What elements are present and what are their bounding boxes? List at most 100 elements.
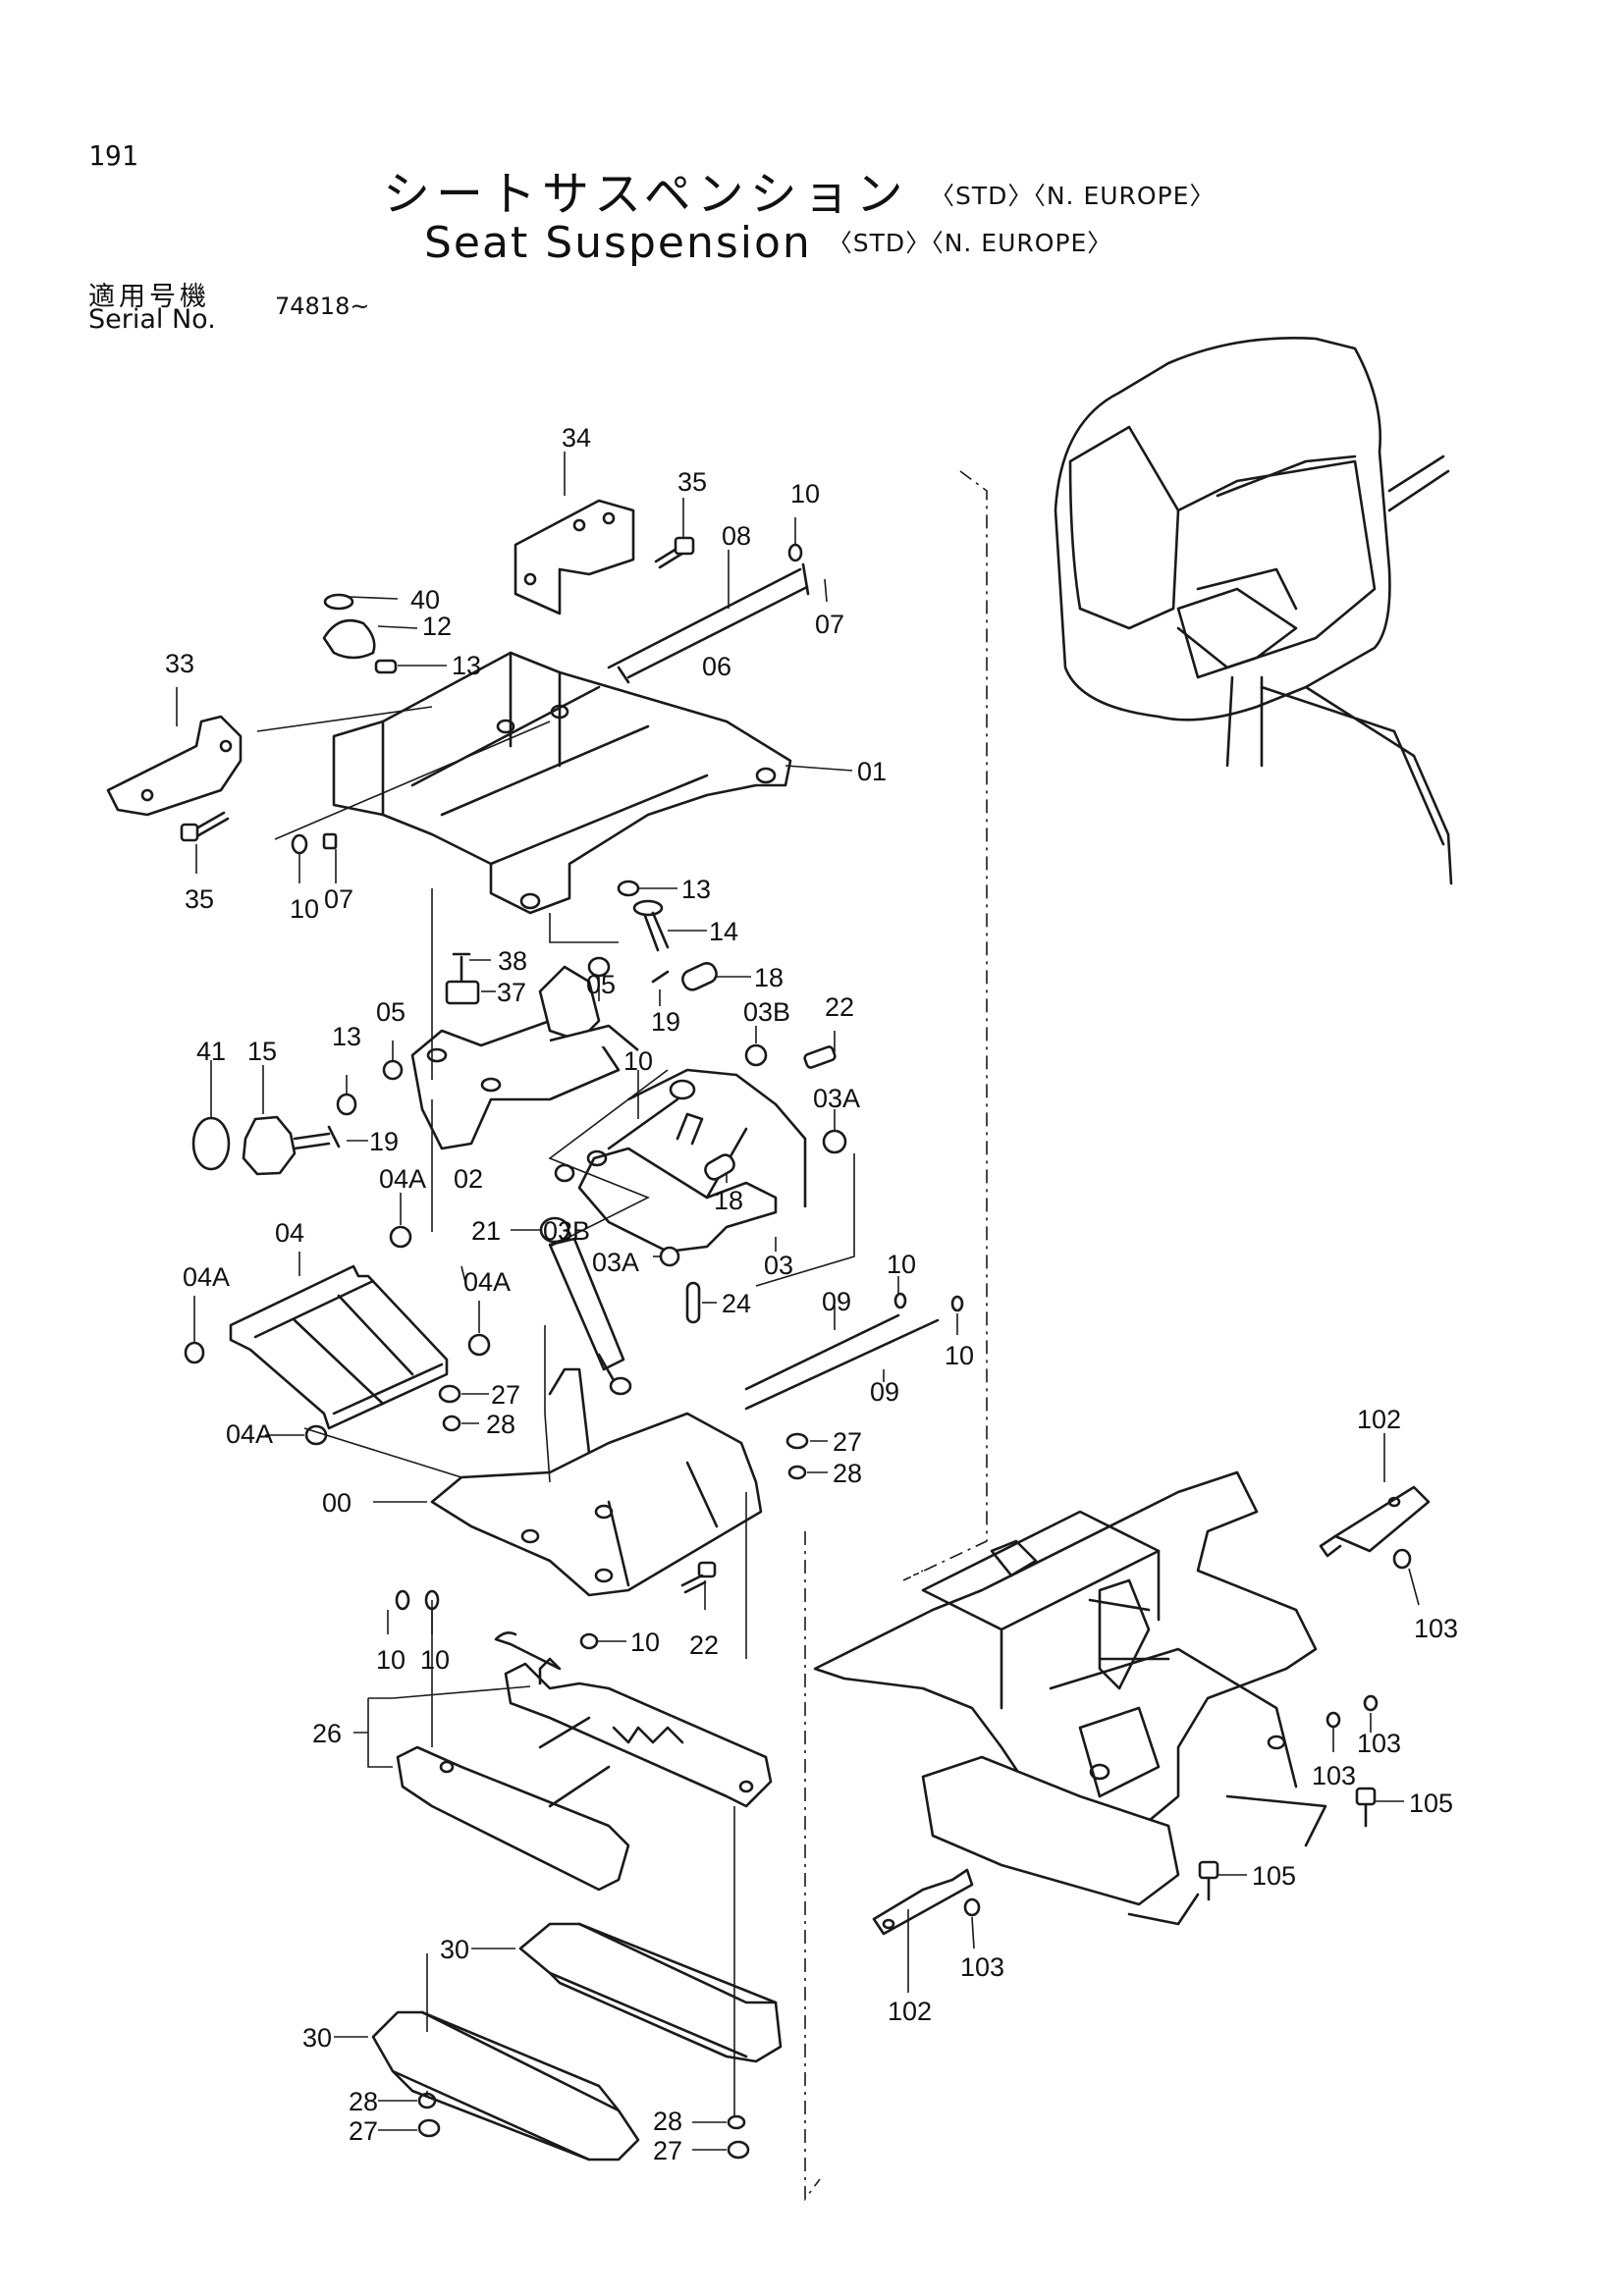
crossmember-30-lower xyxy=(371,2010,640,2162)
part-label-27: 27 xyxy=(653,2136,682,2165)
part-label-05: 05 xyxy=(376,997,406,1027)
part-label-10: 10 xyxy=(420,1645,450,1675)
part-label-13: 13 xyxy=(452,651,481,680)
bushing-03b-top xyxy=(744,1043,768,1067)
shock-absorber-21 xyxy=(539,1216,632,1396)
washer-103-bottom xyxy=(963,1897,981,1917)
part-label-103: 103 xyxy=(1357,1729,1401,1758)
serial-value: 74818~ xyxy=(275,293,370,320)
part-label-10: 10 xyxy=(630,1628,660,1657)
washer-10-b1 xyxy=(395,1589,410,1611)
washer-28-bottom-right xyxy=(727,2114,746,2130)
serial-label-jp: 適用号機 xyxy=(88,282,210,312)
part-label-02: 02 xyxy=(454,1164,483,1194)
rod-09a xyxy=(744,1313,900,1391)
part-label-04a: 04A xyxy=(183,1262,230,1292)
bracket-02 xyxy=(410,1019,621,1150)
lever-assembly-03-top xyxy=(538,965,639,1051)
part-label-38: 38 xyxy=(498,946,527,976)
part-label-28: 28 xyxy=(833,1459,862,1488)
part-label-26: 26 xyxy=(312,1719,342,1748)
knob-15 xyxy=(242,1115,331,1176)
tag-std: 〈STD〉 xyxy=(929,182,1034,210)
part-label-28: 28 xyxy=(653,2107,682,2136)
part-label-40: 40 xyxy=(410,585,440,614)
nut-27-bottom-left xyxy=(417,2118,441,2138)
title-jp-text: シートサスペンション xyxy=(383,167,909,222)
crossmember-30-upper xyxy=(518,1922,783,2063)
part-label-10: 10 xyxy=(623,1046,653,1076)
serial-label-en: Serial No. xyxy=(88,304,216,335)
part-label-28: 28 xyxy=(486,1410,515,1439)
washer-28-right xyxy=(787,1465,807,1480)
bushing-04a-a xyxy=(389,1225,412,1249)
bolt-35-left xyxy=(180,811,230,842)
part-label-13: 13 xyxy=(681,875,711,904)
part-label-04a: 04A xyxy=(226,1419,273,1449)
part-label-18: 18 xyxy=(714,1186,743,1215)
linkage-03 xyxy=(577,1068,807,1254)
rod-08 xyxy=(607,567,802,669)
bushing-03a-left xyxy=(659,1246,680,1267)
bushing-03a-right xyxy=(822,1129,847,1154)
washer-10-top xyxy=(787,543,803,562)
washer-103-mid2 xyxy=(1363,1694,1379,1712)
part-label-103: 103 xyxy=(1414,1614,1458,1643)
page-number: 191 xyxy=(88,139,138,172)
part-label-07: 07 xyxy=(324,884,353,914)
bushing-05b xyxy=(587,956,611,978)
part-label-102: 102 xyxy=(1357,1405,1401,1434)
bolt-14 xyxy=(632,899,670,952)
part-label-06: 06 xyxy=(702,652,731,681)
part-label-05: 05 xyxy=(586,970,616,999)
part-label-30: 30 xyxy=(440,1935,469,1964)
part-label-13: 13 xyxy=(332,1022,361,1051)
part-label-35: 35 xyxy=(185,884,214,914)
nut-07-left xyxy=(322,832,338,850)
washer-10-left xyxy=(291,833,308,855)
part-label-37: 37 xyxy=(497,978,526,1007)
part-label-10: 10 xyxy=(945,1341,974,1370)
title-japanese: シートサスペンション 〈STD〉〈N. EUROPE〉 xyxy=(383,155,1215,224)
part-label-04a: 04A xyxy=(463,1267,511,1297)
part-label-28: 28 xyxy=(349,2087,378,2116)
nut-10-b3 xyxy=(579,1632,599,1650)
washer-103-mid xyxy=(1325,1711,1341,1729)
bolt-105-left xyxy=(1198,1860,1219,1901)
washer-103-top xyxy=(1392,1548,1412,1570)
part-label-27: 27 xyxy=(491,1380,520,1410)
washer-10-rod xyxy=(893,1292,907,1309)
part-label-21: 21 xyxy=(471,1216,501,1246)
bushing-05c xyxy=(382,1059,404,1081)
part-label-07: 07 xyxy=(815,610,844,639)
part-label-10: 10 xyxy=(376,1645,406,1675)
bolt-35-top xyxy=(654,536,695,569)
part-label-14: 14 xyxy=(709,917,738,946)
part-label-03a: 03A xyxy=(592,1248,639,1277)
slide-rails-26 xyxy=(396,1631,773,1892)
part-label-03b: 03B xyxy=(743,997,790,1027)
part-label-00: 00 xyxy=(322,1488,352,1518)
part-label-18: 18 xyxy=(754,963,784,992)
nut-27-right xyxy=(785,1432,809,1450)
knob-12 xyxy=(322,593,376,660)
leader-lines xyxy=(176,452,1420,2151)
part-label-22: 22 xyxy=(825,992,854,1022)
part-label-15: 15 xyxy=(247,1037,277,1066)
part-label-19: 19 xyxy=(651,1007,680,1037)
bushing-13-mid xyxy=(617,880,640,897)
cab-illustration xyxy=(1054,336,1453,885)
part-label-03: 03 xyxy=(764,1251,793,1280)
title-en-text: Seat Suspension xyxy=(424,218,812,268)
scissor-frame-04 xyxy=(229,1264,449,1430)
rod-06 xyxy=(626,585,809,679)
part-label-27: 27 xyxy=(833,1427,862,1457)
washer-10-rod-b xyxy=(950,1295,964,1312)
block-37 xyxy=(445,980,480,1005)
part-label-35: 35 xyxy=(677,467,707,497)
screw-38 xyxy=(452,952,471,982)
bolt-22-bottom xyxy=(680,1561,717,1594)
tag-region: 〈N. EUROPE〉 xyxy=(1033,182,1216,210)
